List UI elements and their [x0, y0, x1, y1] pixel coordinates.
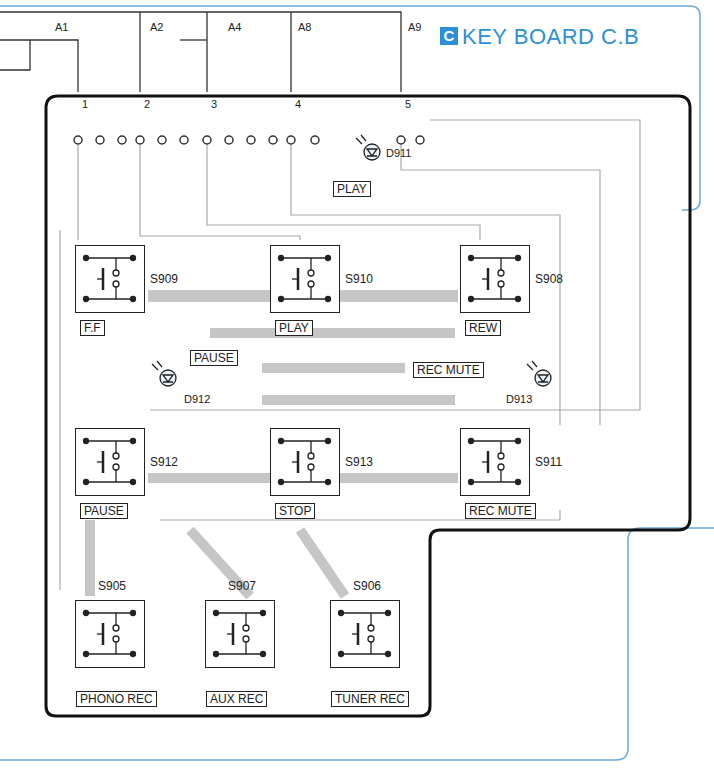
- switch-designator: S908: [535, 272, 563, 286]
- switch-symbol: [271, 246, 338, 311]
- part-label: D911: [386, 146, 411, 160]
- switch-function-label: STOP: [275, 503, 315, 519]
- board-outline: [46, 96, 690, 716]
- switch-symbol: [76, 601, 143, 666]
- signal-name: A9: [408, 20, 421, 34]
- push-switch: S911REC MUTE: [460, 428, 530, 496]
- switch-function-label: PAUSE: [80, 503, 128, 519]
- switch-function-label: F.F: [80, 320, 105, 336]
- push-switch: S908REW: [460, 245, 530, 313]
- switch-function-label: PLAY: [275, 320, 313, 336]
- board-outline-blue: [0, 528, 714, 760]
- switch-function-label: REW: [465, 320, 501, 336]
- wire-harness: [0, 12, 401, 92]
- switch-symbol: [461, 246, 528, 311]
- indicator-label: PAUSE: [190, 350, 238, 366]
- indicator-label-box: PAUSE: [190, 350, 238, 366]
- indicator-label: PLAY: [333, 181, 371, 197]
- switch-symbol: [461, 429, 528, 494]
- part-label: D913: [506, 392, 532, 406]
- pin-number: 4: [295, 97, 301, 111]
- switch-symbol: [271, 429, 338, 494]
- switch-function-label: AUX REC: [206, 691, 267, 707]
- switch-function-label: PHONO REC: [76, 691, 157, 707]
- switch-designator: S907: [228, 579, 256, 593]
- indicator-label-box: REC MUTE: [413, 362, 484, 378]
- signal-name: A8: [298, 20, 311, 34]
- part-label: D912: [184, 392, 210, 406]
- indicator-label: REC MUTE: [413, 362, 484, 378]
- copper-trace: [90, 296, 458, 596]
- push-switch: S905PHONO REC: [75, 600, 145, 668]
- signal-name: A4: [228, 20, 241, 34]
- switch-designator: S909: [150, 272, 178, 286]
- section-badge: C: [440, 27, 458, 45]
- board-title: KEY BOARD C.B: [462, 24, 639, 50]
- push-switch: S912PAUSE: [75, 428, 145, 496]
- solder-pad: [74, 136, 424, 144]
- switch-symbol: [76, 246, 143, 311]
- indicator-label-box: PLAY: [333, 181, 371, 197]
- switch-designator: S911: [535, 455, 562, 469]
- pcb-trace: [60, 120, 640, 590]
- push-switch: S909F.F: [75, 245, 145, 313]
- pin-number: 3: [211, 97, 217, 111]
- switch-symbol: [331, 601, 398, 666]
- switch-symbol: [76, 429, 143, 494]
- board-outline-blue: [0, 6, 700, 210]
- switch-designator: S912: [150, 455, 178, 469]
- switch-designator: S906: [353, 579, 381, 593]
- pin-number: 1: [82, 97, 88, 111]
- signal-name: A2: [150, 20, 163, 34]
- push-switch: S910PLAY: [270, 245, 340, 313]
- signal-name: A1: [55, 20, 68, 34]
- pin-number: 2: [144, 97, 150, 111]
- pin-number: 5: [405, 97, 411, 111]
- led-symbol: [152, 135, 551, 386]
- push-switch: S907AUX REC: [205, 600, 275, 668]
- switch-designator: S905: [98, 579, 126, 593]
- push-switch: S913STOP: [270, 428, 340, 496]
- switch-symbol: [206, 601, 273, 666]
- switch-function-label: REC MUTE: [465, 503, 536, 519]
- switch-designator: S913: [345, 455, 373, 469]
- switch-function-label: TUNER REC: [331, 691, 409, 707]
- push-switch: S906TUNER REC: [330, 600, 400, 668]
- switch-designator: S910: [345, 272, 373, 286]
